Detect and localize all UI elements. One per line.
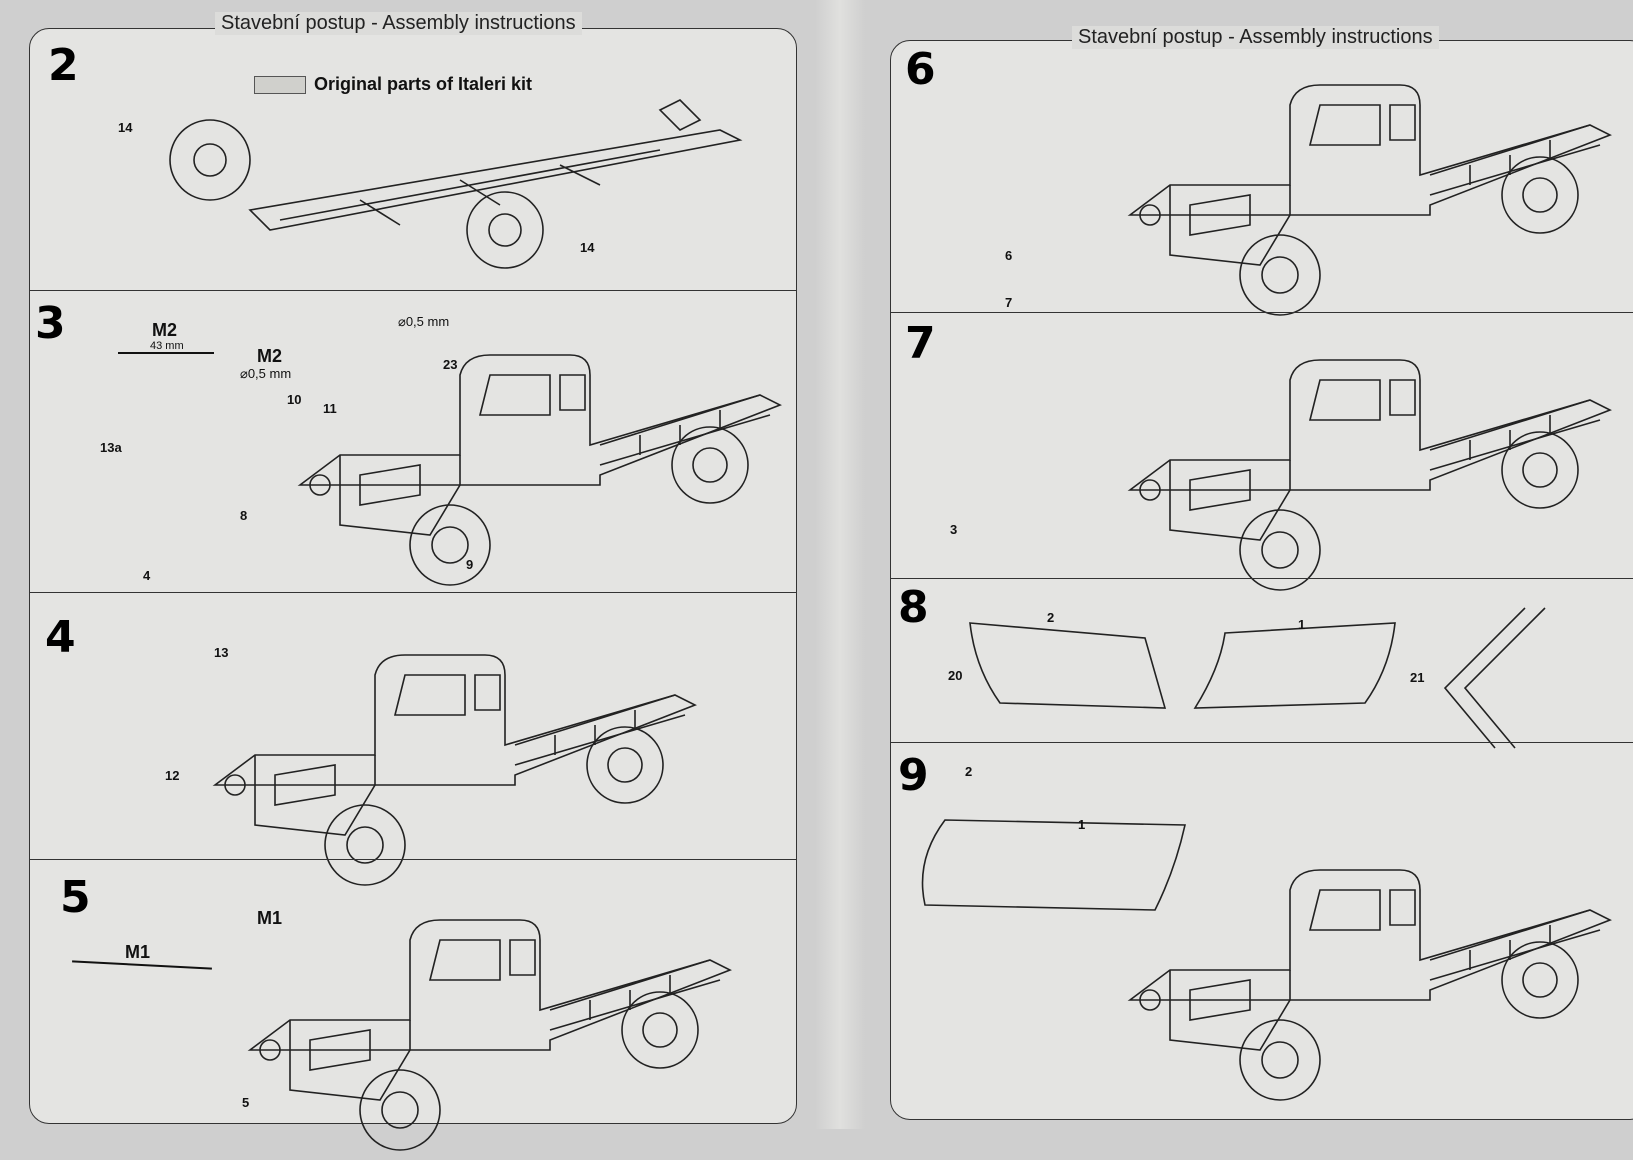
legend-swatch — [254, 75, 306, 94]
part-label: M2 — [152, 320, 178, 340]
step-8-panel — [890, 578, 1633, 579]
truck-drawing-step7 — [1129, 359, 1611, 591]
step-7-number: 7 — [905, 318, 936, 369]
part-label: 2 — [1047, 610, 1055, 625]
step-2-number: 2 — [48, 40, 79, 91]
part-label: 7 — [1005, 295, 1013, 310]
part-label: 1 — [1298, 617, 1306, 632]
part-label: M2 — [257, 346, 283, 366]
part-label: 13a — [100, 440, 122, 455]
part-label: 14 — [580, 240, 595, 255]
page-fold — [815, 0, 865, 1129]
step-3-number: 3 — [35, 298, 66, 349]
part-label: 8 — [240, 508, 248, 523]
truck-drawing-step9 — [1129, 869, 1611, 1101]
step-7-panel — [890, 312, 1633, 313]
truck-drawing-step3 — [299, 354, 781, 586]
wire-size-label: ⌀0,5 mm — [398, 314, 450, 329]
right-instruction-page — [890, 40, 1633, 1120]
part-label: 12 — [165, 768, 180, 783]
part-label: 9 — [466, 557, 474, 572]
step-3-panel — [29, 290, 797, 291]
part-label: 5 — [242, 1095, 250, 1110]
part-label: 14 — [118, 120, 133, 135]
part-label: 2 — [965, 764, 973, 779]
step-9-number: 9 — [898, 750, 929, 801]
chassis-drawing — [169, 99, 743, 269]
step-5-panel — [29, 859, 797, 860]
part-label: M1 — [257, 908, 283, 928]
part-label: 20 — [948, 668, 963, 683]
part-label: 13 — [214, 645, 229, 660]
part-label: M1 — [125, 942, 151, 962]
part-label: 1 — [1078, 817, 1086, 832]
wire-size-label: ⌀0,5 mm — [240, 366, 292, 381]
right-page-header: Stavební postup - Assembly instructions — [1072, 26, 1439, 49]
truck-drawing-step4 — [214, 654, 696, 886]
part-label: 23 — [443, 357, 458, 372]
dimension-label: 43 mm — [150, 340, 184, 352]
part-label: 4 — [143, 568, 151, 583]
part-label: 6 — [1005, 248, 1013, 263]
step-9-panel — [890, 742, 1633, 743]
step-5-number: 5 — [60, 872, 91, 923]
step-6-number: 6 — [905, 44, 936, 95]
step-4-panel — [29, 592, 797, 593]
left-page-header: Stavební postup - Assembly instructions — [215, 12, 582, 35]
left-instruction-page — [29, 28, 797, 1124]
part-label: 3 — [950, 522, 958, 537]
plow-halves-drawing — [969, 607, 1546, 749]
truck-drawing-step6 — [1129, 84, 1611, 316]
legend-label: Original parts of Italeri kit — [314, 74, 533, 94]
dimension-arrow — [118, 352, 214, 354]
truck-drawing-step5 — [249, 919, 731, 1151]
step-8-number: 8 — [898, 582, 929, 633]
part-label: 21 — [1410, 670, 1425, 685]
legend: Original parts of Italeri kit — [254, 74, 532, 95]
plow-blade-drawing — [921, 819, 1186, 911]
part-label: 11 — [323, 401, 337, 416]
part-label: 10 — [287, 392, 302, 407]
step-4-number: 4 — [45, 612, 76, 663]
